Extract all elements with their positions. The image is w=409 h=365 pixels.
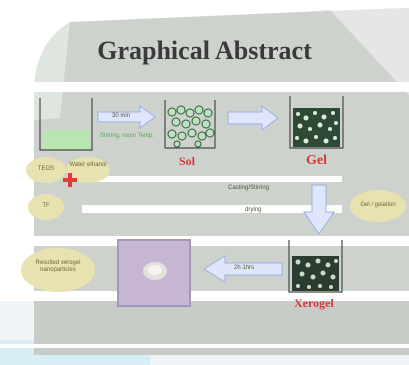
bubble-gelation-label: Gel / gelation [360,202,396,208]
bubble-tf-label: TF [42,203,50,209]
label-sol: Sol [179,154,196,168]
label-xerogel: Xerogel [294,296,334,310]
arrow-left-to-powder [203,255,283,283]
label-drying: drying [245,207,262,213]
folded-corner [300,8,409,95]
bubble-teos [26,157,66,183]
band-2 [82,176,342,182]
arrow-to-sol [97,105,156,129]
band-1 [0,82,409,92]
bubble-nanoparticles [21,248,95,292]
plus-icon [63,173,77,187]
bubble-gelation [350,190,406,222]
band-5 [0,291,409,301]
label-time-top: 30 min [112,113,131,119]
beaker-gel [289,96,344,149]
xerogel-powder-photo [117,239,191,307]
arrow-to-gel [227,105,279,131]
bubble-teos-label: TEOS [37,166,55,172]
beaker-sol [164,100,216,149]
beaker-empty [39,98,93,151]
label-stirring-top: Stirring, room Temp. [100,133,154,139]
band-3 [82,205,342,213]
paper-curl [34,22,70,120]
figure-title: Graphical Abstract [97,36,312,65]
beaker-xerogel [288,240,343,293]
label-time-bottom: 2h 1hrs [234,265,255,271]
bubble-water [66,157,110,183]
bubble-nanoparticles-label: Resulted xerogel nanoparticles [35,260,81,273]
arrow-down-to-xerogel [303,184,335,235]
bubble-water-label: Water ethanol [69,162,107,168]
band-4 [0,236,409,246]
band-6 [0,344,409,348]
bubble-tf [28,194,64,220]
label-casting: Casting/Stirring [228,185,270,191]
label-gel: Gel [306,153,327,168]
